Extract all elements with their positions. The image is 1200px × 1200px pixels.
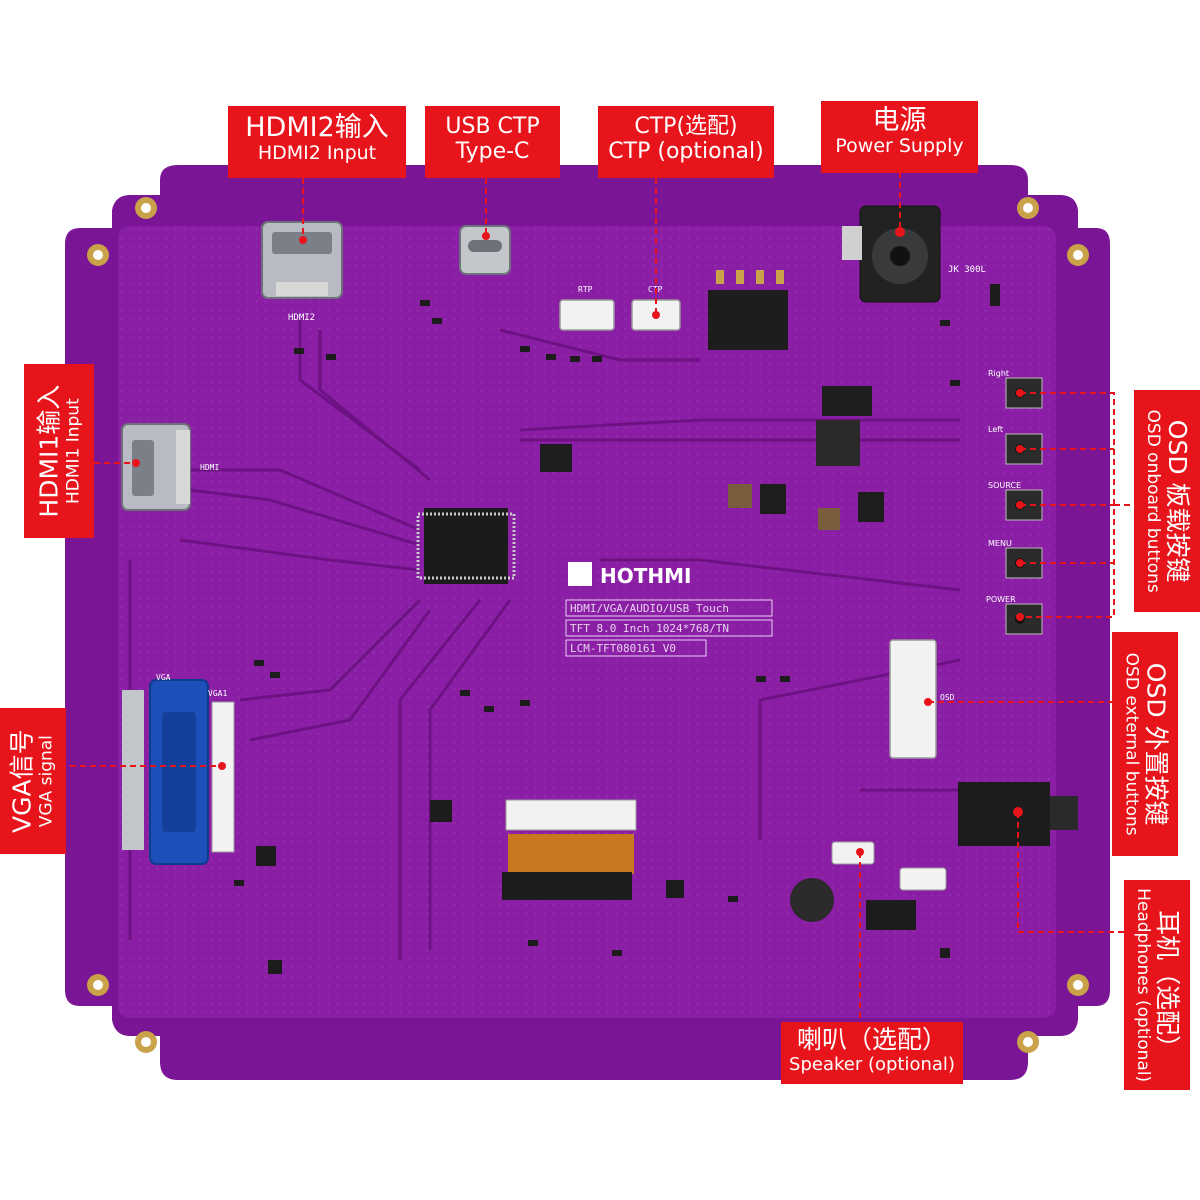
callout-usb-ctp: USB CTP Type-C [425,106,560,178]
callout-power-en: Power Supply [835,135,964,158]
button-left-label: Left [988,425,1003,434]
callout-hdmi2-en: HDMI2 Input [257,142,377,165]
silk-line-1: HDMI/VGA/AUDIO/USB Touch [570,602,729,615]
callout-speaker-zh: 喇叭（选配） [796,1025,947,1054]
callout-headphones: 耳机（选配） Headphones (optional) [1124,880,1190,1090]
audio-amp-components [790,878,916,930]
callout-ctp-optional: CTP(选配) CTP (optional) [598,106,774,178]
speaker-connector [831,841,947,891]
callout-hdmi1-zh: HDMI1输入 [33,384,63,518]
callout-osd-external-buttons: OSD 外置按键 OSD external buttons [1112,632,1178,856]
lcd-fpc-connector [502,799,637,900]
callout-vga-en: VGA signal [36,734,57,828]
silk-line-3: LCM-TFT080161 V0 [570,642,676,655]
hothmi-logo: HOTHMI [568,562,691,588]
vga1-silk-label: VGA1 [208,689,227,698]
callout-osd-external-zh: OSD 外置按键 [1141,662,1171,826]
hdmi2-silk-label: HDMI2 [288,313,315,323]
silk-line-2: TFT 8.0 Inch 1024*768/TN [570,622,729,635]
headphone-jack [958,782,1078,846]
vga-silk-label: VGA [156,673,171,682]
main-controller-chip [416,508,516,584]
pcb-traces [128,320,1040,960]
uart-header [708,270,788,350]
brand-text: HOTHMI [600,564,691,588]
osd-silk-label: OSD [940,693,955,702]
hdmi1-connector: HDMI [121,423,219,511]
callout-hdmi2-input: HDMI2输入 HDMI2 Input [228,106,406,178]
power-jack: JK 300L [842,205,986,303]
callout-osd-onboard-zh: OSD 板载按键 [1163,419,1193,583]
callout-hdmi2-zh: HDMI2输入 [245,112,389,143]
callout-ctp-zh: CTP(选配) [634,114,738,139]
callout-hdmi1-en: HDMI1 Input [62,398,83,504]
rtp-connector: RTP [559,285,615,331]
callout-dots [132,227,1024,856]
callout-power-supply: 电源 Power Supply [821,101,978,173]
callout-osd-onboard-en: OSD onboard buttons [1143,409,1164,593]
button-right-label: Right [988,369,1009,378]
callout-osd-onboard-buttons: OSD 板载按键 OSD onboard buttons [1134,390,1200,612]
callout-headphones-en: Headphones (optional) [1133,887,1154,1083]
usb-type-c-connector [459,225,511,275]
callout-speaker: 喇叭（选配） Speaker (optional) [781,1022,963,1084]
hdmi1-silk-label: HDMI [200,463,219,472]
button-power-label: POWER [986,595,1016,604]
button-source-label: SOURCE [988,481,1021,490]
jack-silk-label: JK 300L [948,265,986,275]
hdmi2-connector: HDMI2 [261,221,343,323]
callout-power-zh: 电源 [872,105,927,136]
callout-usb-ctp-type: Type-C [455,139,530,165]
callout-osd-external-en: OSD external buttons [1121,652,1142,836]
button-menu-label: MENU [988,539,1012,548]
regulator-components [540,386,884,530]
mounting-holes [87,197,1089,1053]
rtp-silk-label: RTP [578,285,593,294]
callout-speaker-en: Speaker (optional) [789,1053,955,1075]
smd-components [234,284,1000,974]
callout-hdmi1-input: HDMI1输入 HDMI1 Input [24,364,94,538]
vga-connector: VGA VGA1 [122,673,235,865]
button-power: POWER [986,595,1043,635]
callout-vga-zh: VGA信号 [7,729,37,833]
callout-vga-signal: VGA信号 VGA signal [0,708,66,854]
callout-leader-lines [70,172,1134,1022]
callout-usb-ctp-title: USB CTP [445,114,540,139]
callout-headphones-zh: 耳机（选配） [1153,909,1183,1060]
callout-ctp-en: CTP (optional) [608,139,764,165]
osd-external-connector: OSD [889,639,955,759]
silkscreen-block: HDMI/VGA/AUDIO/USB Touch TFT 8.0 Inch 10… [565,599,773,657]
